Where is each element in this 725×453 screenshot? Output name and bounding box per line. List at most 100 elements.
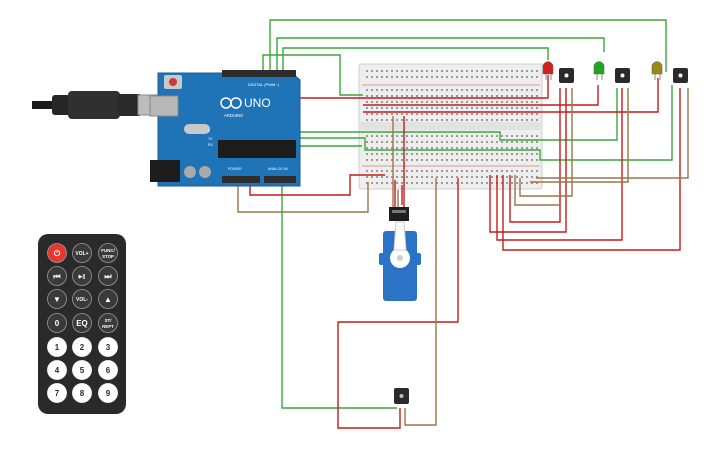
breadboard-hole[interactable] [416,170,418,172]
breadboard-hole[interactable] [536,170,538,172]
breadboard-hole[interactable] [436,76,438,78]
breadboard-hole[interactable] [526,141,528,143]
breadboard-hole[interactable] [406,119,408,121]
breadboard-hole[interactable] [411,95,413,97]
breadboard-hole[interactable] [506,89,508,91]
remote-button[interactable]: 1 [47,337,67,357]
breadboard-hole[interactable] [426,182,428,184]
breadboard-hole[interactable] [511,147,513,149]
breadboard-hole[interactable] [496,95,498,97]
breadboard-hole[interactable] [466,182,468,184]
breadboard-hole[interactable] [381,159,383,161]
breadboard-hole[interactable] [401,147,403,149]
breadboard-hole[interactable] [396,153,398,155]
breadboard-hole[interactable] [491,182,493,184]
breadboard-hole[interactable] [486,107,488,109]
breadboard-hole[interactable] [446,119,448,121]
breadboard-hole[interactable] [481,147,483,149]
breadboard-hole[interactable] [481,113,483,115]
breadboard-hole[interactable] [521,107,523,109]
breadboard-hole[interactable] [381,170,383,172]
breadboard-hole[interactable] [471,176,473,178]
breadboard-hole[interactable] [536,141,538,143]
breadboard-hole[interactable] [516,176,518,178]
breadboard-hole[interactable] [376,101,378,103]
breadboard-hole[interactable] [436,119,438,121]
breadboard-hole[interactable] [446,182,448,184]
breadboard-hole[interactable] [466,95,468,97]
breadboard-hole[interactable] [396,76,398,78]
breadboard-hole[interactable] [511,182,513,184]
breadboard-hole[interactable] [491,135,493,137]
breadboard-hole[interactable] [481,119,483,121]
breadboard-hole[interactable] [531,159,533,161]
breadboard-hole[interactable] [466,70,468,72]
breadboard-hole[interactable] [536,176,538,178]
breadboard-hole[interactable] [396,95,398,97]
breadboard-hole[interactable] [371,176,373,178]
remote-button[interactable]: ⏭ [98,266,118,286]
breadboard-hole[interactable] [496,89,498,91]
breadboard-hole[interactable] [401,153,403,155]
breadboard-hole[interactable] [491,113,493,115]
breadboard-hole[interactable] [446,101,448,103]
breadboard-hole[interactable] [501,89,503,91]
remote-button-face[interactable] [98,360,118,380]
breadboard-hole[interactable] [381,135,383,137]
breadboard-hole[interactable] [461,135,463,137]
breadboard-hole[interactable] [431,159,433,161]
breadboard-hole[interactable] [506,135,508,137]
breadboard-hole[interactable] [536,159,538,161]
breadboard-hole[interactable] [446,89,448,91]
breadboard-hole[interactable] [366,119,368,121]
breadboard-hole[interactable] [441,113,443,115]
breadboard-hole[interactable] [416,70,418,72]
breadboard-hole[interactable] [511,170,513,172]
breadboard-hole[interactable] [481,141,483,143]
breadboard-hole[interactable] [401,119,403,121]
breadboard-hole[interactable] [416,89,418,91]
breadboard-hole[interactable] [411,113,413,115]
breadboard-hole[interactable] [391,101,393,103]
breadboard-hole[interactable] [371,182,373,184]
remote-button[interactable]: EQ [72,313,92,333]
breadboard-hole[interactable] [426,95,428,97]
breadboard-hole[interactable] [461,113,463,115]
breadboard-hole[interactable] [516,147,518,149]
breadboard-hole[interactable] [401,95,403,97]
breadboard-hole[interactable] [441,70,443,72]
breadboard-hole[interactable] [386,135,388,137]
breadboard-hole[interactable] [491,95,493,97]
breadboard-hole[interactable] [526,153,528,155]
breadboard-hole[interactable] [446,176,448,178]
breadboard-hole[interactable] [466,141,468,143]
breadboard-hole[interactable] [436,101,438,103]
breadboard-hole[interactable] [366,147,368,149]
breadboard-hole[interactable] [436,113,438,115]
breadboard-hole[interactable] [506,159,508,161]
breadboard-hole[interactable] [536,119,538,121]
breadboard-hole[interactable] [511,107,513,109]
breadboard-hole[interactable] [426,89,428,91]
digital-header[interactable] [222,70,296,77]
breadboard-hole[interactable] [531,170,533,172]
breadboard-hole[interactable] [516,135,518,137]
breadboard-hole[interactable] [376,89,378,91]
breadboard-hole[interactable] [471,159,473,161]
breadboard-hole[interactable] [386,176,388,178]
breadboard-hole[interactable] [406,147,408,149]
breadboard-hole[interactable] [501,176,503,178]
breadboard-hole[interactable] [486,76,488,78]
breadboard-hole[interactable] [521,147,523,149]
breadboard-hole[interactable] [486,176,488,178]
breadboard-hole[interactable] [501,101,503,103]
breadboard-hole[interactable] [386,70,388,72]
breadboard-hole[interactable] [446,107,448,109]
remote-button-face[interactable] [98,313,118,333]
breadboard-hole[interactable] [451,101,453,103]
breadboard-hole[interactable] [416,76,418,78]
breadboard-hole[interactable] [376,107,378,109]
breadboard-hole[interactable] [421,182,423,184]
breadboard-hole[interactable] [411,176,413,178]
